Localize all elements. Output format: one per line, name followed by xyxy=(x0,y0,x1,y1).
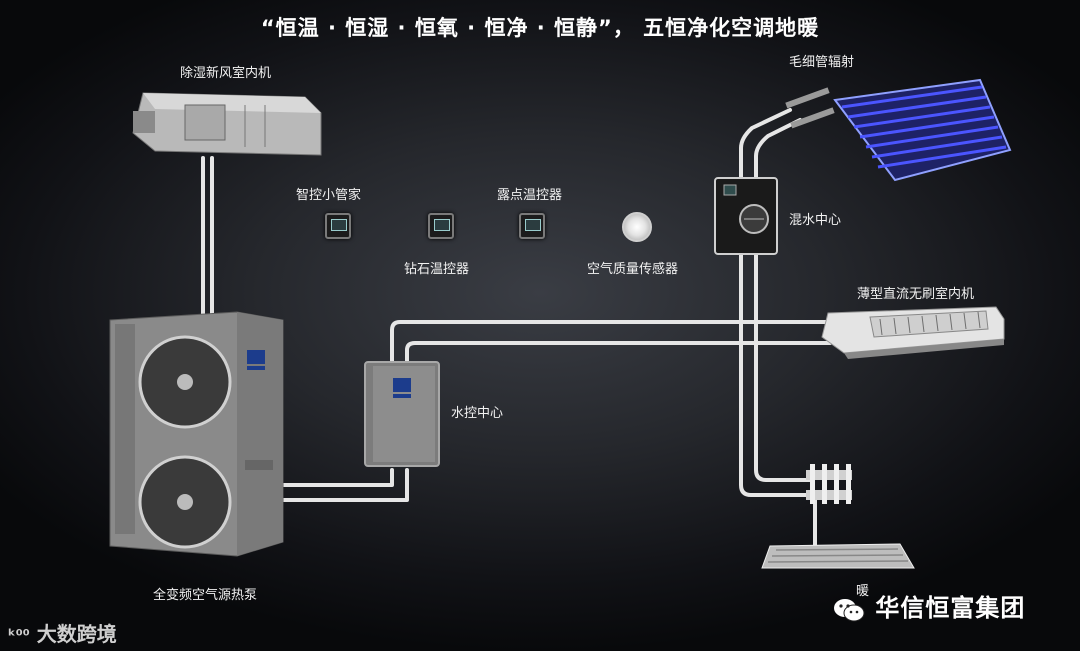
pipe-mixing-manifold-1 xyxy=(739,250,812,497)
left-watermark: ᵏ⁰⁰ 大数跨境 xyxy=(8,618,117,647)
label-capillary: 毛细管辐射 xyxy=(789,55,855,70)
label-dehumid-unit: 除湿新风室内机 xyxy=(180,66,272,81)
air-quality-sensor xyxy=(622,212,652,242)
water-control-center xyxy=(364,361,440,467)
diamond-thermostat xyxy=(428,213,454,239)
left-watermark-logo-icon: ᵏ⁰⁰ xyxy=(8,626,30,645)
brand-watermark: 华信恒富集团 xyxy=(832,588,1025,623)
brand-name: 华信恒富集团 xyxy=(875,594,1026,622)
mixing-center-unit xyxy=(714,177,778,255)
pipe-heatpump-water-1 xyxy=(278,468,394,487)
label-water-center: 水控中心 xyxy=(451,406,504,421)
dehumid-indoor-unit xyxy=(132,92,322,156)
label-dewpoint-controller: 露点温控器 xyxy=(497,188,563,203)
label-thin-indoor: 薄型直流无刷室内机 xyxy=(857,287,975,302)
pipe-mixing-capillary-1 xyxy=(739,108,792,182)
pipe-water-indoor-2 xyxy=(405,341,832,364)
wechat-icon xyxy=(832,597,866,622)
label-smart-butler: 智控小管家 xyxy=(296,188,362,203)
smart-butler-thermostat xyxy=(325,213,351,239)
floor-heating-panel xyxy=(761,543,915,569)
label-floor-heating: 暖 xyxy=(856,584,870,599)
air-source-heat-pump xyxy=(109,311,284,557)
pipe-heatpump-water-2 xyxy=(278,468,409,502)
pipe-mixing-manifold-2 xyxy=(754,250,812,482)
diagram-title: “恒温 · 恒湿 · 恒氧 · 恒净 · 恒静”， 五恒净化空调地暖 xyxy=(260,16,820,40)
pipe-water-indoor-1 xyxy=(390,320,832,364)
floor-manifold xyxy=(806,464,852,504)
dewpoint-thermostat xyxy=(519,213,545,239)
capillary-radiation-panel xyxy=(785,78,1012,182)
thin-indoor-unit xyxy=(821,306,1005,359)
left-watermark-text: 大数跨境 xyxy=(36,622,117,646)
label-mixing-center: 混水中心 xyxy=(789,213,842,228)
label-air-sensor: 空气质量传感器 xyxy=(587,262,679,277)
label-heat-pump: 全变频空气源热泵 xyxy=(153,588,258,603)
pipe-mixing-capillary-2 xyxy=(754,118,802,182)
label-diamond-controller: 钻石温控器 xyxy=(404,262,470,277)
